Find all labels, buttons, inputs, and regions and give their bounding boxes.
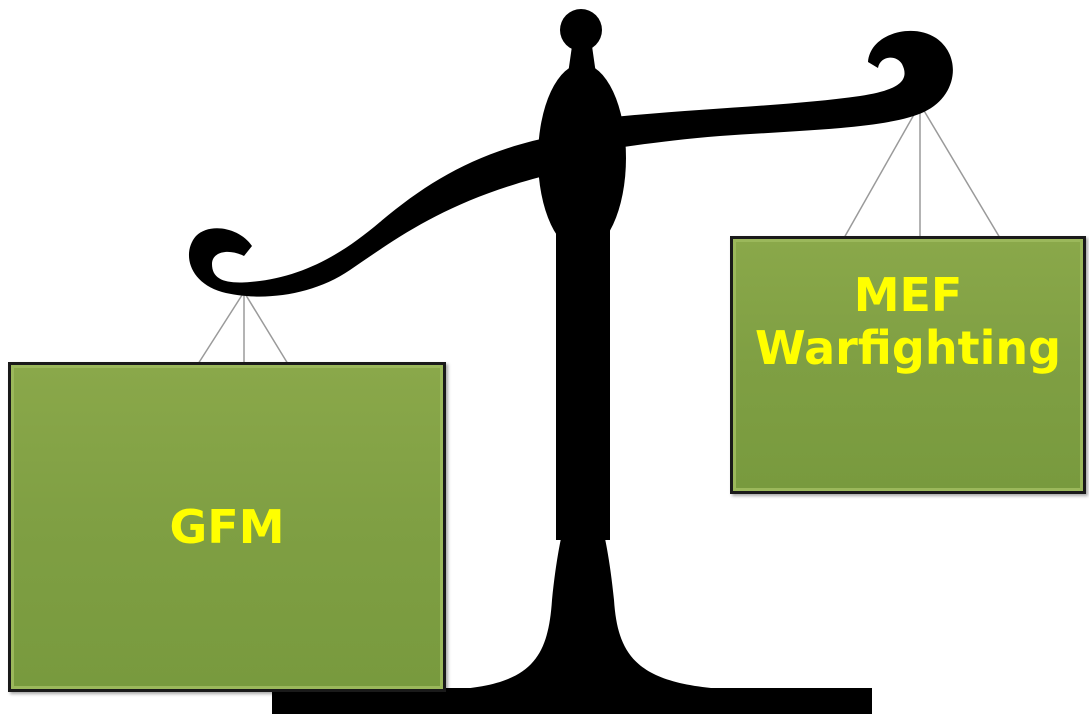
scale-finial-knob (560, 9, 602, 51)
scale-hub (538, 64, 626, 252)
scale-base (272, 688, 872, 714)
left-pan: GFM (8, 362, 446, 692)
scale-left-arm (188, 135, 560, 297)
right-pan: MEF Warfighting (730, 236, 1086, 494)
left-pan-label: GFM (169, 499, 285, 554)
scale-finial-stem (560, 46, 604, 96)
scale-foot (446, 520, 740, 690)
scale-right-arm (604, 30, 953, 150)
scale-column (556, 210, 610, 540)
right-pan-strings (843, 103, 1001, 239)
left-pan-strings (197, 291, 289, 365)
right-pan-label: MEF Warfighting (754, 268, 1062, 375)
